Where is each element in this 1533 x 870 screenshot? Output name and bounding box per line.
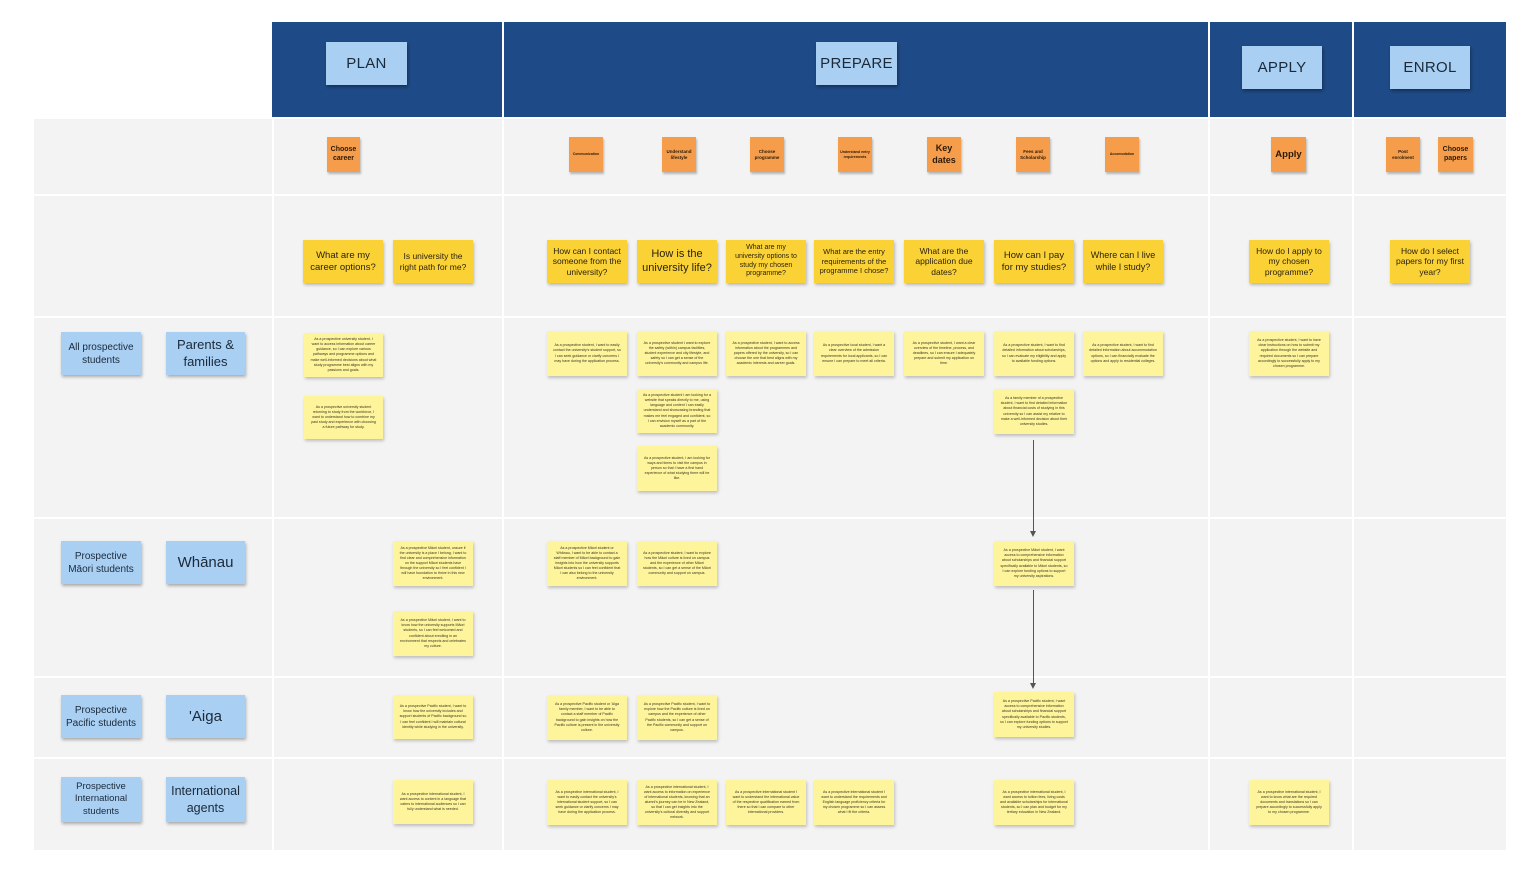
phase-divider [1352,22,1354,117]
row-divider [34,757,1506,759]
step-apply[interactable]: Apply [1271,137,1306,172]
story-note[interactable]: As a prospective student I am looking fo… [637,389,717,433]
step-fees-scholarship[interactable]: Fees and Scholarship [1016,137,1050,172]
story-note[interactable]: As a prospective international student, … [637,780,717,825]
journey-grid [34,119,1506,850]
story-note[interactable]: As a prospective international student, … [994,780,1074,825]
story-note[interactable]: As a prospective Māori student, I want a… [994,541,1074,586]
persona-intl-students[interactable]: Prospective International students [61,777,141,822]
phase-apply[interactable]: APPLY [1242,46,1322,89]
column-divider [1352,119,1354,850]
question-uni-life[interactable]: How is the university life? [637,240,717,283]
question-contact[interactable]: How can I contact someone from the unive… [547,240,627,283]
step-understand-entry[interactable]: Understand entry requirements [838,137,872,172]
question-entry[interactable]: What are the entry requirements of the p… [814,240,894,283]
persona-parents[interactable]: Parents & families [166,332,245,375]
story-note[interactable]: As a prospective international student, … [1249,780,1329,825]
question-career-options[interactable]: What are my career options? [303,240,383,283]
story-note[interactable]: As a prospective Māori student, I want t… [393,611,473,656]
step-choose-papers[interactable]: Choose papers [1438,137,1473,172]
connector-arrow-head [1030,531,1036,537]
phase-plan[interactable]: PLAN [326,42,407,85]
phase-divider [1208,22,1210,117]
story-note[interactable]: As a prospective student, I want to acce… [726,331,806,376]
question-apply[interactable]: How do I apply to my chosen programme? [1249,240,1329,283]
story-note[interactable]: As a prospective student, I want to find… [994,331,1074,376]
step-understand-lifestyle[interactable]: Understand lifestyle [662,137,696,172]
story-note[interactable]: As a prospective student I want to explo… [637,331,717,376]
persona-maori-students[interactable]: Prospective Māori students [61,541,141,584]
question-live[interactable]: Where can I live while I study? [1083,240,1163,283]
question-due-dates[interactable]: What are the application due dates? [904,240,984,283]
step-key-dates[interactable]: Key dates [927,137,961,172]
story-note[interactable]: As a family member of a prospective stud… [994,389,1074,434]
story-note[interactable]: As a prospective Pacific student, I want… [393,695,473,739]
story-note[interactable]: As a prospective local student, I want a… [814,331,894,376]
question-papers[interactable]: How do I select papers for my first year… [1390,240,1470,283]
story-note[interactable]: As a prospective Pacific student, I want… [994,692,1074,737]
phase-enrol[interactable]: ENROL [1390,46,1470,89]
column-divider [272,119,274,850]
story-note[interactable]: As a prospective student, I want to expl… [637,541,717,586]
story-note[interactable]: As a prospective Pacific student, I want… [637,695,717,740]
connector-arrow-head [1030,683,1036,689]
story-note[interactable]: As a prospective student, I want to have… [1249,331,1329,376]
step-choose-programme[interactable]: Choose programme [750,137,784,172]
story-note[interactable]: As a prospective Pacific student or 'Aig… [547,695,627,740]
story-note[interactable]: As a prospective student, I want to easi… [547,331,627,376]
story-note[interactable]: As a prospective international student, … [393,780,473,824]
story-note[interactable]: As a prospective Māori student or Whānau… [547,541,627,586]
question-options[interactable]: What are my university options to study … [726,240,806,283]
story-note[interactable]: As a prospective student, I want a clear… [904,331,984,376]
persona-aiga[interactable]: 'Aiga [166,695,245,738]
story-note[interactable]: As a prospective international student I… [726,780,806,825]
row-divider [34,316,1506,318]
step-communication[interactable]: Communication [569,137,603,172]
phase-divider [502,22,504,117]
step-choose-career[interactable]: Choose career [327,137,360,172]
phase-prepare[interactable]: PREPARE [816,42,897,85]
story-note[interactable]: As a prospective international student I… [814,780,894,825]
connector-arrow-line [1033,440,1034,532]
step-accomodation[interactable]: Accomodation [1105,137,1139,172]
persona-pacific-students[interactable]: Prospective Pacific students [61,695,141,738]
persona-intl-agents[interactable]: International agents [166,777,245,822]
row-divider [34,517,1506,519]
row-divider [34,194,1506,196]
story-note[interactable]: As a prospective student, I am looking f… [637,446,717,491]
story-note[interactable]: As a prospective international student, … [547,780,627,825]
story-note[interactable]: As a prospective university student, I w… [304,333,383,377]
persona-all-students[interactable]: All prospective students [61,332,141,375]
step-post-enrolment[interactable]: Post enrolment [1386,137,1420,172]
story-note[interactable]: As a prospective Māori student, unsure i… [393,541,473,586]
persona-whanau[interactable]: Whānau [166,541,245,584]
question-right-path[interactable]: Is university the right path for me? [393,240,473,283]
question-pay[interactable]: How can I pay for my studies? [994,240,1074,283]
connector-arrow-line [1033,590,1034,684]
column-divider [502,119,504,850]
column-divider [1208,119,1210,850]
row-divider [34,676,1506,678]
story-note[interactable]: As a prospective university student retu… [304,396,383,439]
story-note[interactable]: As a prospective student, I want to find… [1083,331,1163,376]
